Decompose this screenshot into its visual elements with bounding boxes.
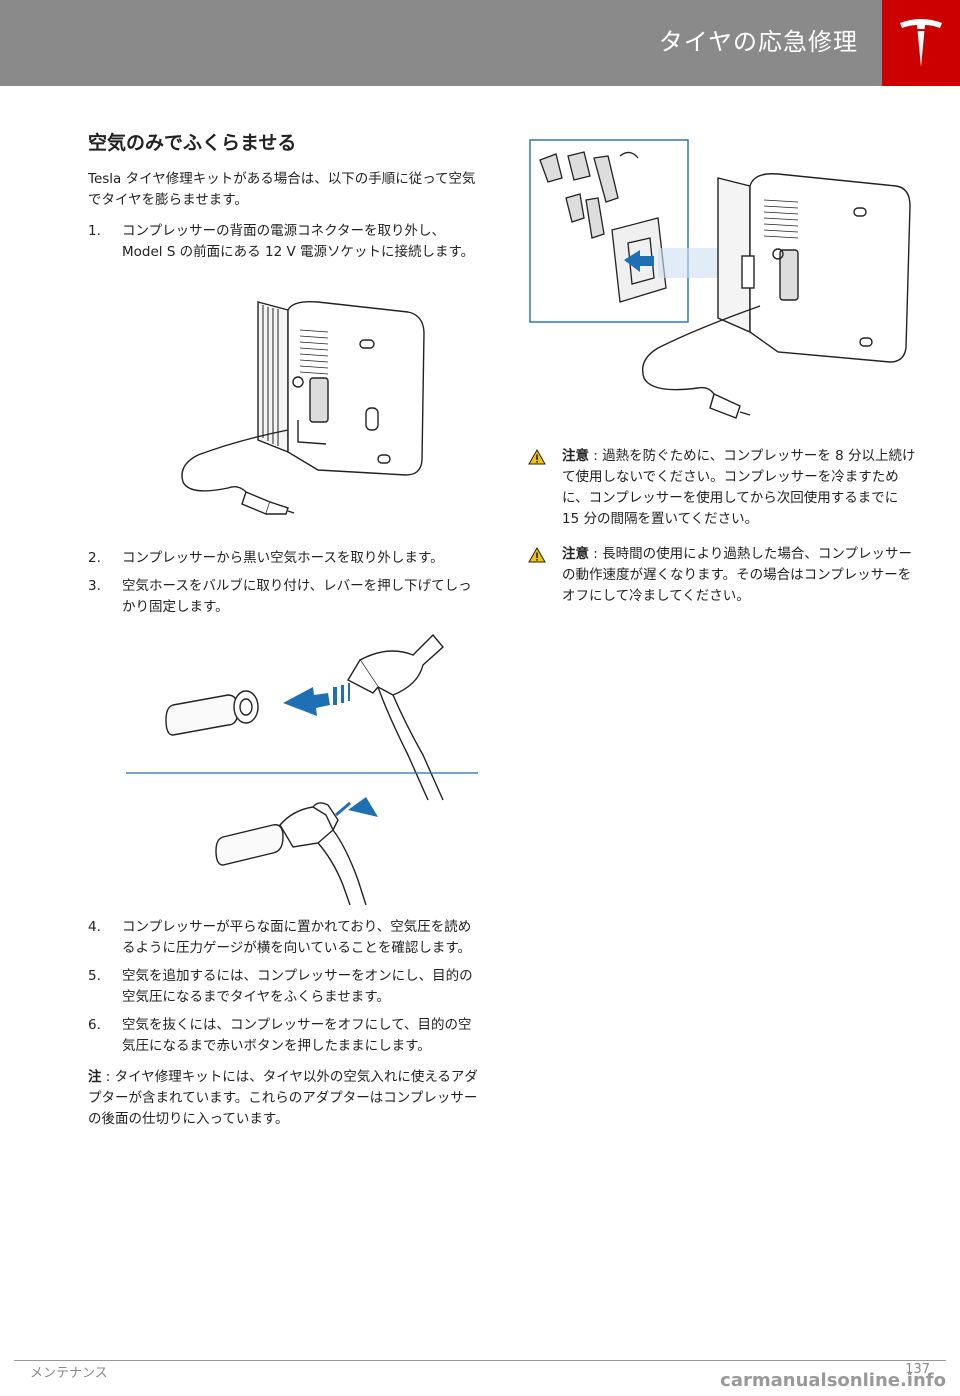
arrow-icon	[283, 687, 330, 716]
step-text: コンプレッサーの背面の電源コネクターを取り外し、Model S の前面にある 1…	[122, 223, 475, 260]
page-number: 137	[905, 1362, 930, 1377]
caution-label: 注意	[562, 546, 589, 562]
hose-valve-figure	[126, 633, 478, 905]
warning-icon	[528, 547, 546, 563]
step-text: コンプレッサーから黒い空気ホースを取り外します。	[122, 550, 444, 566]
right-column: 注意 : 過熱を防ぐために、コンプレッサーを 8 分以上続けて使用しないでくださ…	[528, 138, 918, 621]
watermark: carmanualsonline.info	[720, 1370, 946, 1391]
step-6: 6. 空気を抜くには、コンプレッサーをオフにして、目的の空気圧になるまで赤いボタ…	[88, 1015, 478, 1057]
step-number: 6.	[88, 1017, 101, 1033]
step-1: 1. コンプレッサーの背面の電源コネクターを取り外し、Model S の前面にあ…	[88, 221, 478, 263]
warning-icon	[528, 449, 546, 465]
step-number: 4.	[88, 919, 101, 935]
step-2: 2. コンプレッサーから黒い空気ホースを取り外します。	[88, 548, 478, 569]
tesla-logo-icon	[900, 19, 942, 67]
caution-2: 注意 : 長時間の使用により過熱した場合、コンプレッサーの動作速度が遅くなります…	[528, 544, 918, 607]
note: 注 : タイヤ修理キットには、タイヤ以外の空気入れに使えるアダプターが含まれてい…	[88, 1067, 478, 1130]
header-title: タイヤの応急修理	[658, 28, 858, 56]
step-number: 2.	[88, 550, 101, 566]
step-text: 空気を追加するには、コンプレッサーをオンにし、目的の空気圧になるまでタイヤをふく…	[122, 968, 473, 1005]
step-number: 5.	[88, 968, 101, 984]
footer-section: メンテナンス	[30, 1366, 108, 1381]
step-3: 3. 空気ホースをバルブに取り付け、レバーを押し下げてしっかり固定します。	[88, 576, 478, 618]
page-header: タイヤの応急修理	[0, 0, 960, 86]
section-title: 空気のみでふくらませる	[88, 132, 297, 154]
step-text: コンプレッサーが平らな面に置かれており、空気圧を読めるように圧力ゲージが横を向い…	[122, 919, 472, 956]
step-number: 3.	[88, 578, 101, 594]
caution-label: 注意	[562, 448, 589, 464]
arrow-left-icon	[624, 250, 654, 272]
step-text: 空気を抜くには、コンプレッサーをオフにして、目的の空気圧になるまで赤いボタンを押…	[122, 1017, 472, 1054]
note-text: : タイヤ修理キットには、タイヤ以外の空気入れに使えるアダプターが含まれています…	[88, 1069, 478, 1127]
tesla-logo	[882, 0, 960, 86]
arrow-down-icon	[348, 797, 378, 817]
caution-text: : 長時間の使用により過熱した場合、コンプレッサーの動作速度が遅くなります。その…	[562, 546, 912, 604]
footer-divider	[14, 1360, 946, 1361]
step-number: 1.	[88, 223, 101, 239]
step-text: 空気ホースをバルブに取り付け、レバーを押し下げてしっかり固定します。	[122, 578, 472, 615]
step-4: 4. コンプレッサーが平らな面に置かれており、空気圧を読めるように圧力ゲージが横…	[88, 917, 478, 959]
left-column: 空気のみでふくらませる Tesla タイヤ修理キットがある場合は、以下の手順に従…	[88, 128, 478, 1130]
caution-1: 注意 : 過熱を防ぐために、コンプレッサーを 8 分以上続けて使用しないでくださ…	[528, 446, 918, 530]
intro-text: Tesla タイヤ修理キットがある場合は、以下の手順に従って空気でタイヤを膨らま…	[88, 171, 476, 208]
step-5: 5. 空気を追加するには、コンプレッサーをオンにし、目的の空気圧になるまでタイヤ…	[88, 966, 478, 1008]
caution-text: : 過熱を防ぐために、コンプレッサーを 8 分以上続けて使用しないでください。コ…	[562, 448, 916, 527]
adapters-compartment-figure	[529, 139, 911, 419]
compressor-power-cable-figure	[181, 300, 425, 515]
note-label: 注	[88, 1069, 102, 1085]
